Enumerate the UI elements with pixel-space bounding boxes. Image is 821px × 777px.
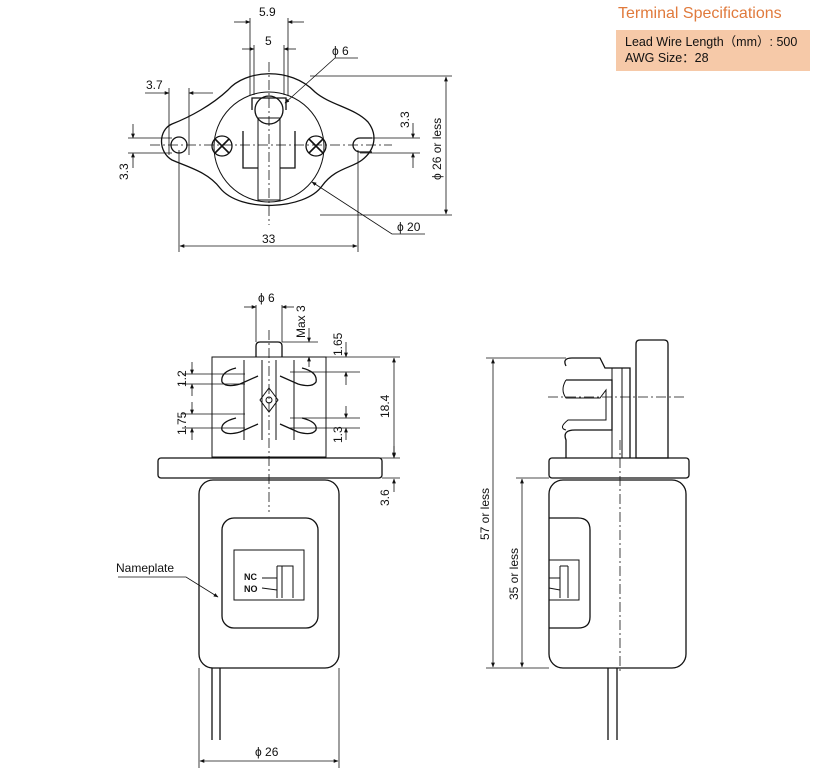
dim-5-9: 5.9 — [259, 5, 276, 19]
side-view — [486, 339, 690, 740]
dim-phi-26-bottom: ϕ 26 — [255, 745, 279, 759]
no-label: NO — [244, 584, 258, 594]
dim-5: 5 — [265, 34, 272, 48]
flange-outline — [160, 73, 375, 207]
nc-label: NC — [244, 572, 257, 582]
dim-3-3-right: 3.3 — [398, 111, 412, 128]
dim-35-or-less: 35 or less — [507, 548, 521, 600]
dim-phi-20: ϕ 20 — [397, 220, 421, 234]
screw-left — [211, 135, 233, 157]
dim-3-3-left: 3.3 — [117, 163, 131, 180]
dim-phi-26-top: ϕ 26 or less — [430, 118, 444, 180]
terminal-specifications-box: Lead Wire Length（mm）: 500 AWG Size：28 — [616, 30, 810, 71]
dim-18-4: 18.4 — [378, 394, 392, 418]
side-view-labels: 57 or less 35 or less — [478, 488, 521, 600]
nameplate-label: Nameplate — [116, 561, 174, 575]
nameplate — [221, 517, 319, 629]
dim-1-65: 1.65 — [331, 332, 345, 356]
dim-3-6: 3.6 — [378, 489, 392, 506]
dim-33: 33 — [262, 232, 276, 246]
dim-1-75: 1.75 — [175, 411, 189, 435]
dim-57-or-less: 57 or less — [478, 488, 492, 540]
terminal-specifications-title: Terminal Specifications — [618, 5, 782, 22]
side-flange — [548, 457, 690, 479]
side-body — [548, 479, 687, 669]
dim-3-7: 3.7 — [146, 78, 163, 92]
front-view — [118, 305, 400, 768]
front-flange — [157, 457, 383, 479]
top-view-labels: 5.9 5 ϕ 6 3.7 3.3 3.3 ϕ 26 or less 33 ϕ … — [117, 5, 444, 246]
dim-1-3: 1.3 — [331, 426, 345, 443]
front-view-labels: ϕ 6 Max 3 1.65 1.2 18.4 1.75 1.3 3.6 Nam… — [116, 291, 392, 759]
dim-phi-6-front: ϕ 6 — [258, 291, 275, 305]
top-view — [128, 18, 452, 252]
lead-wire-length-text: Lead Wire Length（mm）: 500 — [625, 35, 798, 49]
awg-size-text: AWG Size：28 — [625, 51, 709, 65]
screw-right — [305, 135, 327, 157]
dim-max-3: Max 3 — [294, 305, 308, 338]
dim-phi-6-top: ϕ 6 — [332, 44, 349, 58]
dim-1-2: 1.2 — [175, 370, 189, 387]
